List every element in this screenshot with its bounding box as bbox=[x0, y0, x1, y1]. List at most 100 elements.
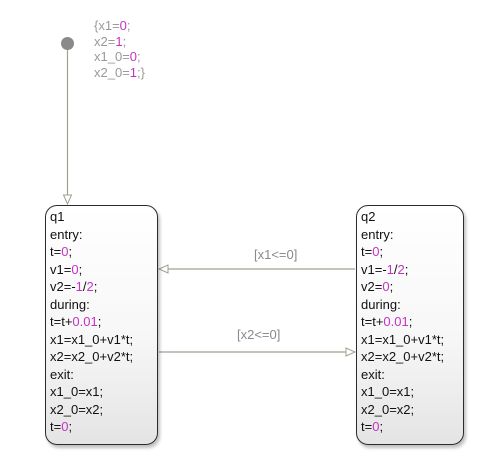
state-q1-line: t=0; bbox=[50, 243, 157, 261]
initial-action-line: x2=1; bbox=[94, 34, 145, 50]
code-text: q2 bbox=[361, 209, 376, 224]
code-text: exit: bbox=[361, 366, 385, 382]
state-q2-line: v1=-1/2; bbox=[361, 261, 463, 279]
transition-label-x1-condition[interactable]: [x1<=0] bbox=[254, 247, 298, 262]
state-q2-line: t=t+0.01; bbox=[361, 313, 463, 331]
code-text: {x1= bbox=[94, 18, 120, 33]
state-q2-line: exit: bbox=[361, 366, 463, 384]
state-q1-line: x1=x1_0+v1*t; bbox=[50, 331, 157, 349]
state-q2-line: q2 bbox=[361, 208, 463, 226]
numeric-literal: 0 bbox=[71, 261, 79, 277]
state-q1-line: v2=-1/2; bbox=[50, 278, 157, 296]
code-text: x1=x1_0+v1*t; bbox=[50, 331, 134, 347]
code-text: t= bbox=[50, 419, 62, 434]
numeric-literal: 2 bbox=[86, 279, 94, 294]
state-q1-line: exit: bbox=[50, 366, 157, 384]
code-text: ; bbox=[389, 279, 394, 294]
state-q1-line: x2=x2_0+v2*t; bbox=[50, 348, 157, 366]
code-text: entry: bbox=[361, 226, 394, 242]
code-text: ; bbox=[137, 49, 141, 64]
default-transition-action[interactable]: {x1=0;x2=1;x1_0=0;x2_0=1;} bbox=[94, 18, 145, 80]
code-text: ; bbox=[404, 261, 409, 277]
numeric-literal: 0 bbox=[372, 244, 380, 259]
transition-label-x2-condition[interactable]: [x2<=0] bbox=[237, 327, 281, 342]
initial-action-line: x2_0=1;} bbox=[94, 65, 145, 81]
state-q2-line: during: bbox=[361, 296, 463, 314]
code-text: entry: bbox=[50, 226, 83, 242]
state-q1-line: q1 bbox=[50, 208, 157, 226]
transition-q1-to-q2-arrowhead bbox=[345, 347, 357, 357]
numeric-literal: 0.01 bbox=[72, 314, 98, 329]
code-text: q1 bbox=[50, 209, 65, 224]
state-q2-line: t=0; bbox=[361, 243, 463, 261]
numeric-literal: 2 bbox=[397, 261, 405, 277]
code-text: v2= bbox=[361, 279, 383, 294]
code-text: x2=x2_0+v2*t; bbox=[50, 349, 134, 364]
code-text: t=t+ bbox=[50, 314, 73, 329]
numeric-literal: 0 bbox=[61, 244, 69, 259]
state-q2-line: x1=x1_0+v1*t; bbox=[361, 331, 463, 349]
code-text: / bbox=[82, 279, 87, 294]
state-q2-line: x2=x2_0+v2*t; bbox=[361, 348, 463, 366]
state-q2-line: v2=0; bbox=[361, 278, 463, 296]
code-text: x2= bbox=[94, 33, 116, 49]
state-q2-line: entry: bbox=[361, 226, 463, 244]
code-text: ; bbox=[68, 244, 73, 259]
code-text: t=t+ bbox=[361, 314, 384, 329]
code-text: ; bbox=[126, 18, 131, 33]
initial-action-line: {x1=0; bbox=[94, 18, 145, 34]
code-text: x1_0= bbox=[94, 49, 130, 64]
code-text: t= bbox=[361, 244, 373, 259]
state-q2-line: x1_0=x1; bbox=[361, 383, 463, 401]
default-transition-dot[interactable] bbox=[61, 37, 74, 50]
numeric-literal: 1 bbox=[115, 33, 123, 49]
code-text: x1_0=x1; bbox=[361, 384, 415, 399]
code-text: v1= bbox=[50, 261, 72, 277]
code-text: ; bbox=[122, 33, 127, 49]
code-text: x2_0=x2; bbox=[50, 401, 104, 417]
default-transition-arrowhead bbox=[62, 194, 73, 206]
code-text: exit: bbox=[50, 366, 74, 382]
code-text: x2_0=x2; bbox=[361, 401, 415, 417]
state-q1-line: x2_0=x2; bbox=[50, 401, 157, 419]
code-text: ; bbox=[78, 261, 83, 277]
code-text: ; bbox=[408, 314, 413, 329]
numeric-literal: 0 bbox=[372, 419, 380, 434]
code-text: x1_0=x1; bbox=[50, 384, 104, 399]
initial-action-line: x1_0=0; bbox=[94, 49, 145, 65]
code-text: ; bbox=[97, 314, 102, 329]
code-text: x2_0= bbox=[94, 64, 130, 80]
code-text: ; bbox=[379, 419, 384, 434]
numeric-literal: 0 bbox=[382, 279, 390, 294]
state-q1-line: x1_0=x1; bbox=[50, 383, 157, 401]
numeric-literal: 1 bbox=[129, 64, 138, 80]
numeric-literal: 0 bbox=[129, 49, 138, 64]
code-text: during: bbox=[50, 296, 90, 312]
code-text: ; bbox=[68, 419, 73, 434]
code-text: t= bbox=[50, 244, 62, 259]
code-text: ; bbox=[93, 279, 98, 294]
code-text: t= bbox=[361, 419, 373, 434]
numeric-literal: 0 bbox=[61, 419, 69, 434]
code-text: ;} bbox=[137, 64, 145, 80]
numeric-literal: 1 bbox=[386, 261, 394, 277]
numeric-literal: 0 bbox=[119, 18, 127, 33]
state-q2-line: x2_0=x2; bbox=[361, 401, 463, 419]
code-text: v1=- bbox=[361, 261, 387, 277]
state-q1-line: t=t+0.01; bbox=[50, 313, 157, 331]
state-q2-line: t=0; bbox=[361, 418, 463, 436]
numeric-literal: 1 bbox=[75, 279, 83, 294]
state-q1-line: entry: bbox=[50, 226, 157, 244]
transition-q2-to-q1-arrowhead bbox=[157, 264, 169, 274]
code-text: ; bbox=[379, 244, 384, 259]
code-text: during: bbox=[361, 296, 401, 312]
state-q1-line: v1=0; bbox=[50, 261, 157, 279]
code-text: / bbox=[393, 261, 398, 277]
state-q1-line: t=0; bbox=[50, 418, 157, 436]
code-text: x1=x1_0+v1*t; bbox=[361, 331, 445, 347]
code-text: v2=- bbox=[50, 279, 76, 294]
